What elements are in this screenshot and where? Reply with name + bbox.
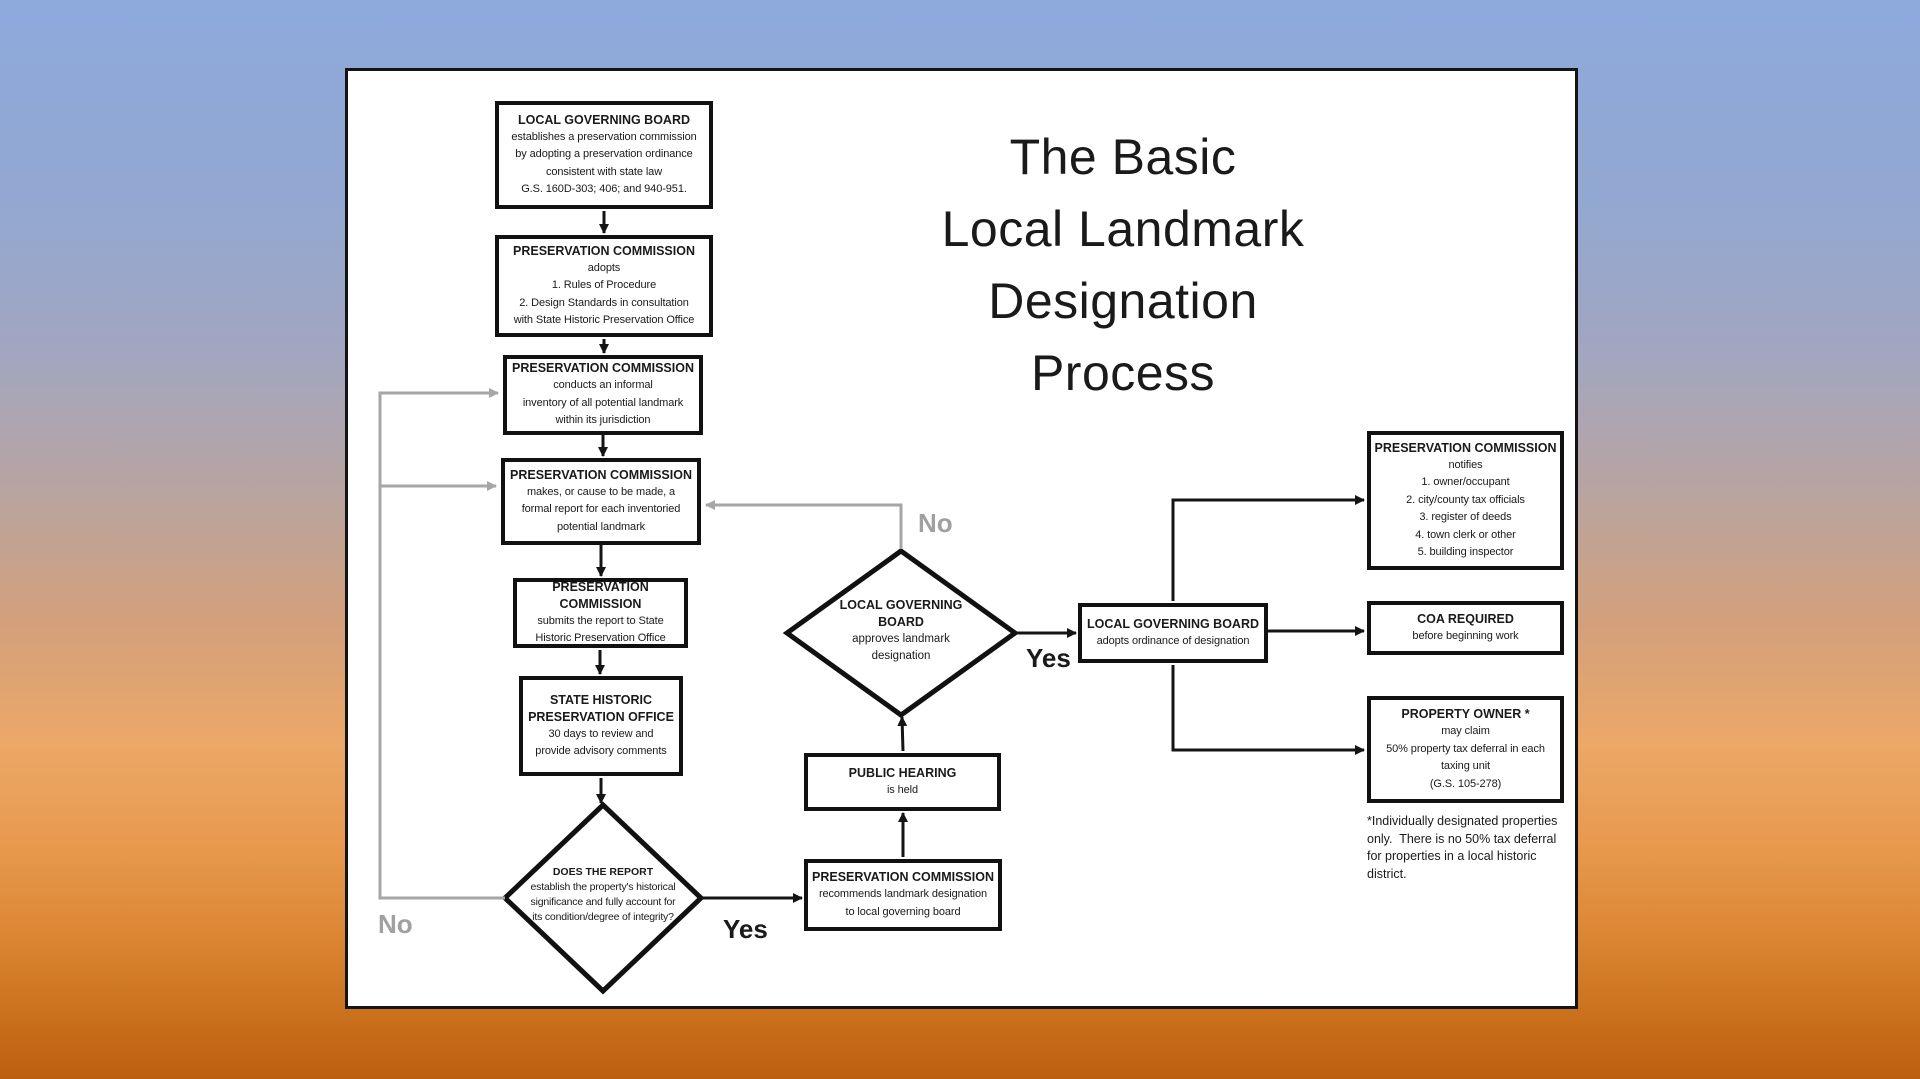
node-public-hearing: PUBLIC HEARING is held [804, 753, 1001, 811]
arrow-hearing-to-board [897, 716, 908, 752]
node-report-decision: DOES THE REPORT establish the property's… [511, 865, 695, 925]
node-title: PRESERVATION COMMISSION [552, 579, 649, 611]
node-title: PRESERVATION COMMISSION [510, 467, 692, 482]
node-title: LOCAL GOVERNING BOARD [518, 112, 690, 127]
node-formal-report: PRESERVATION COMMISSION makes, or cause … [501, 458, 701, 545]
node-title: PRESERVATION COMMISSION [513, 243, 695, 258]
diamond-report-decision [501, 801, 705, 995]
label-yes-report: Yes [723, 914, 768, 944]
node-title: LOCAL GOVERNING BOARD [1087, 616, 1259, 631]
label-yes-board: Yes [1026, 643, 1071, 673]
node-body: is held [886, 783, 919, 796]
node-body: before beginning work [1412, 629, 1519, 642]
node-establish-commission: LOCAL GOVERNING BOARD establishes a pres… [495, 101, 713, 209]
node-title: PUBLIC HEARING [848, 765, 957, 780]
node-title: COA REQUIRED [1417, 611, 1514, 626]
node-title: PRESERVATION COMMISSION [512, 361, 694, 376]
node-title: PRESERVATION COMMISSION [812, 870, 994, 884]
node-title: PRESERVATION COMMISSION [1374, 440, 1557, 455]
flow-connectors [378, 211, 1365, 995]
connector-board-no-to-report [705, 500, 903, 549]
label-no-board: No [918, 508, 953, 538]
node-title: DOES THE REPORT [552, 866, 654, 878]
node-submit-report: PRESERVATION COMMISSION submits the repo… [513, 578, 688, 648]
node-coa-required: COA REQUIRED before beginning work [1367, 601, 1564, 655]
connector-ordinance-to-notify [1171, 495, 1365, 601]
node-adopt-ordinance: LOCAL GOVERNING BOARD adopts ordinance o… [1078, 603, 1268, 663]
diamond-board-decision [782, 547, 1020, 719]
label-no-report: No [378, 909, 413, 939]
node-inventory: PRESERVATION COMMISSION conducts an info… [503, 355, 703, 435]
node-recommend-designation: PRESERVATION COMMISSION recommends landm… [804, 859, 1002, 931]
connector-ordinance-to-owner [1171, 665, 1365, 755]
connector-no-to-inventory [378, 388, 505, 900]
node-body: adopts ordinance of designation [1096, 634, 1250, 647]
node-title: PROPERTY OWNER * [1401, 707, 1530, 721]
